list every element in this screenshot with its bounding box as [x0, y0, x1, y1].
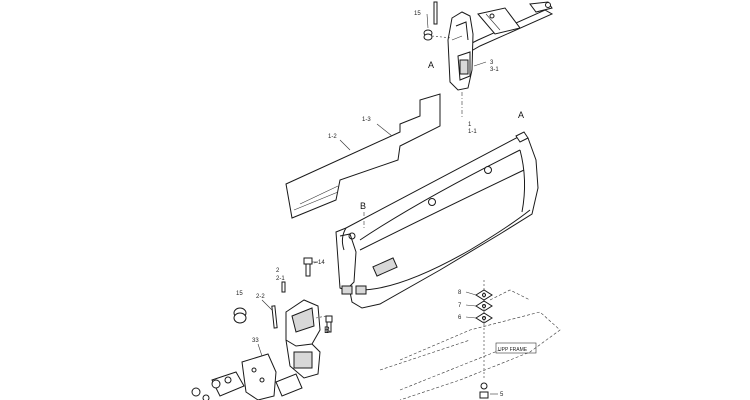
- lifting-bracket-assembly: [423, 1, 554, 91]
- label-6: 6: [458, 315, 462, 321]
- label-A-top: A: [428, 60, 434, 70]
- label-1: 1: [468, 122, 472, 128]
- leader-lines: [257, 13, 498, 395]
- rod-2: [271, 281, 286, 329]
- label-A-right: A: [518, 110, 524, 120]
- shim-stack: [475, 280, 493, 380]
- label-B-mid: B: [360, 201, 366, 211]
- upper-frame-outline: [379, 289, 561, 400]
- cover-plate: [285, 93, 441, 219]
- label-15-top: 15: [414, 11, 421, 17]
- label-1-3: 1-3: [362, 117, 371, 123]
- label-7: 7: [458, 303, 462, 309]
- bolt-14: [303, 257, 318, 277]
- label-upper-frame: UPP FRAME: [498, 347, 528, 353]
- label-15: 15: [236, 291, 243, 297]
- part-labels: 15 3 3-1 A A 1-3 1-2 1 1-1 B B 14 2 2-1 …: [236, 11, 528, 398]
- label-14: 14: [318, 260, 325, 266]
- label-1-2: 1-2: [328, 134, 337, 140]
- label-8: 8: [458, 290, 462, 296]
- label-2-2: 2-2: [256, 294, 265, 300]
- bolt-5: [479, 382, 489, 399]
- centerlines: [315, 92, 463, 319]
- label-3: 3: [490, 60, 494, 66]
- label-5: 5: [500, 392, 504, 398]
- label-B-low: B: [324, 325, 330, 335]
- label-33: 33: [252, 338, 259, 344]
- label-2: 2: [276, 268, 280, 274]
- label-3-1: 3-1: [490, 67, 499, 73]
- counterweight-body: [335, 131, 539, 309]
- label-2-1: 2-1: [276, 276, 285, 282]
- bracket-assembly-left: [191, 299, 333, 400]
- label-1-1: 1-1: [468, 129, 477, 135]
